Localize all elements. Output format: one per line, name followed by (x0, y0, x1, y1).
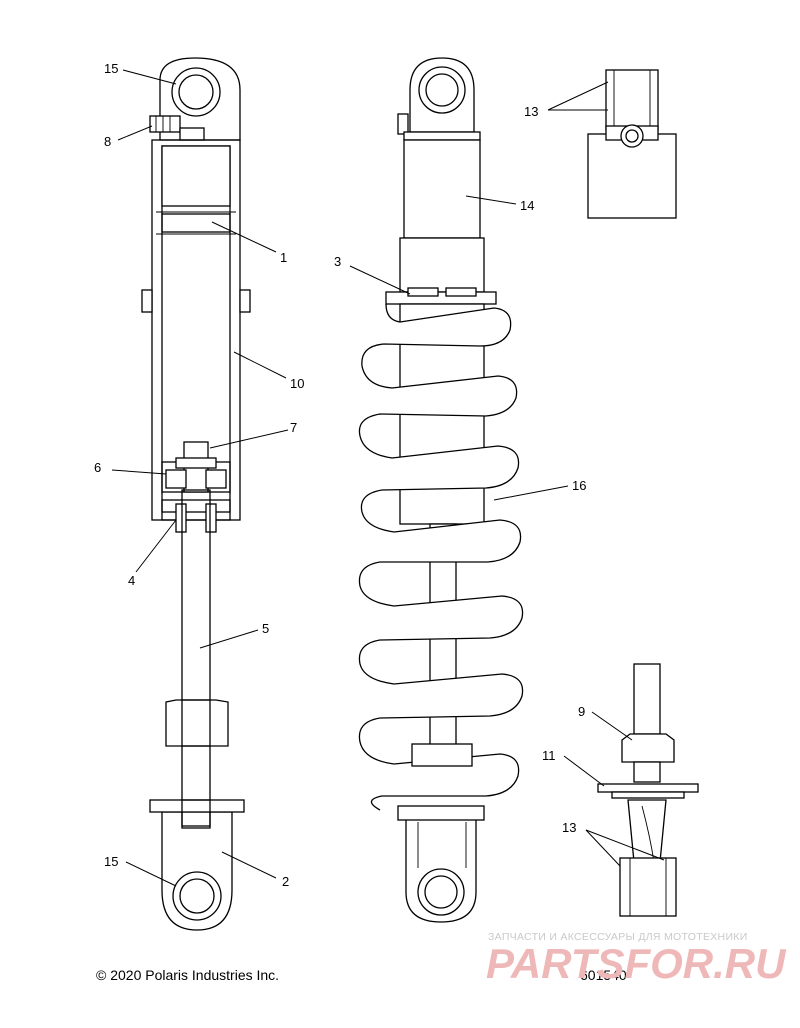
watermark-tagline: ЗАПЧАСТИ И АКСЕССУАРЫ ДЛЯ МОТОТЕХНИКИ (488, 931, 748, 943)
bottom-mount-detail (597, 663, 699, 917)
callout-14: 14 (520, 198, 534, 213)
side-bracket-right (239, 289, 251, 313)
bump-plate-11 (597, 783, 699, 793)
callout-2: 2 (282, 874, 289, 889)
main-piston (161, 441, 231, 493)
callout-10: 10 (290, 376, 304, 391)
copyright-text: © 2020 Polaris Industries Inc. (96, 967, 279, 983)
callout-6: 6 (94, 460, 101, 475)
callout-15-bottom: 15 (104, 854, 118, 869)
callout-9: 9 (578, 704, 585, 719)
callout-3: 3 (334, 254, 341, 269)
bump-stop-9 (621, 733, 675, 763)
callout-13-bottom: 13 (562, 820, 576, 835)
callout-13-top: 13 (524, 104, 538, 119)
seal-head (161, 499, 231, 533)
diagram-number: 601540 (580, 967, 627, 983)
top-eyelet-body (159, 57, 241, 141)
callout-11: 11 (542, 748, 556, 763)
shock-body-cylinder (403, 139, 481, 239)
preload-collar (385, 291, 497, 305)
lower-clevis (161, 811, 233, 931)
fill-valve (149, 115, 205, 141)
callout-5: 5 (262, 621, 269, 636)
piston-shaft (181, 489, 211, 829)
callout-8: 8 (104, 134, 111, 149)
side-bracket-left (141, 289, 153, 313)
coil-spring (358, 303, 524, 811)
callout-7: 7 (290, 420, 297, 435)
floating-piston (161, 213, 231, 233)
callout-15-top: 15 (104, 61, 118, 76)
callout-1: 1 (280, 250, 287, 265)
shock-cross-section (141, 57, 251, 931)
shock-assembly (358, 57, 524, 923)
top-mount-detail (587, 69, 677, 219)
lower-spring-seat (411, 743, 473, 767)
callout-16: 16 (572, 478, 586, 493)
callout-labels: 15 8 1 10 7 6 4 5 15 2 3 14 16 13 9 11 1… (94, 61, 586, 889)
watermark-brand: PARTSFOR.RU (486, 940, 787, 987)
bump-stop (165, 699, 229, 747)
bottom-bushing-inner (179, 878, 215, 914)
callout-4: 4 (128, 573, 135, 588)
gas-chamber (161, 145, 231, 207)
leader-lines (111, 69, 665, 887)
top-bushing-inner (178, 74, 214, 110)
